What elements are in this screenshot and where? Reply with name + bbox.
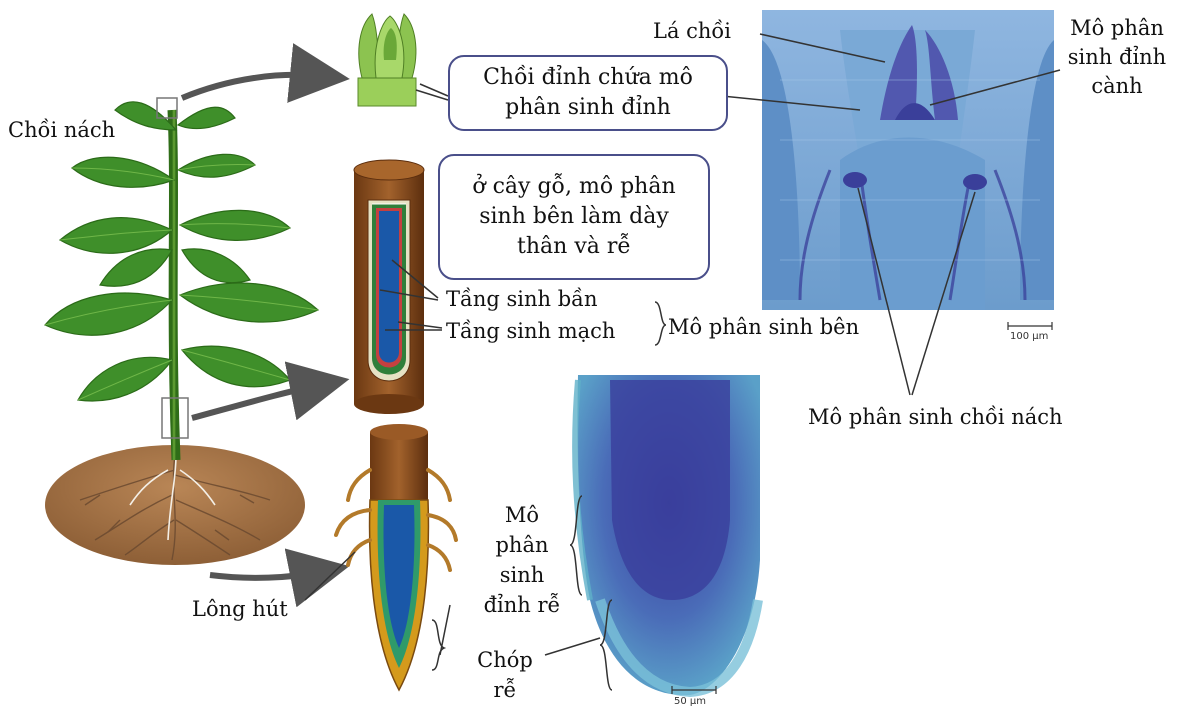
label-mo-phan-sinh-ben: Mô phân sinh bên [668,314,859,341]
label-mo-phan-sinh-dinh-re: Mô phân sinh đỉnh rễ [470,500,574,620]
shoot-apex-micrograph [762,10,1054,330]
label-tang-sinh-mach: Tầng sinh mạch [446,318,615,345]
leaves [45,102,318,401]
label-tang-sinh-ban: Tầng sinh bần [446,286,598,313]
scale-label-shoot: 100 µm [1010,331,1048,342]
leaf-veins [45,165,318,400]
label-chop-re: Chóp rễ [470,645,540,705]
root-illustration [336,424,456,690]
scale-label-root: 50 µm [674,696,706,707]
arrow-to-root [210,572,320,578]
callout-choi-dinh: Chồi đỉnh chứa mô phân sinh đỉnh [448,55,728,131]
main-stem [172,110,176,460]
apical-bud-illustration [358,14,416,106]
brace-lateral [655,302,666,345]
arrow-to-bud [182,75,320,98]
plant-illustration [45,98,318,565]
label-long-hut: Lông hút [192,596,288,623]
label-la-choi: Lá chồi [653,18,731,45]
callout-cay-go: ở cây gỗ, mô phân sinh bên làm dày thân … [438,154,710,280]
label-mo-phan-sinh-dinh-canh: Mô phân sinh đỉnh cành [1056,14,1178,101]
label-mo-phan-sinh-choi-nach: Mô phân sinh chồi nách [808,404,1063,431]
arrow-to-stem [192,385,320,418]
stem-cutaway-illustration [354,160,424,414]
label-choi-nach: Chồi nách [8,117,115,144]
